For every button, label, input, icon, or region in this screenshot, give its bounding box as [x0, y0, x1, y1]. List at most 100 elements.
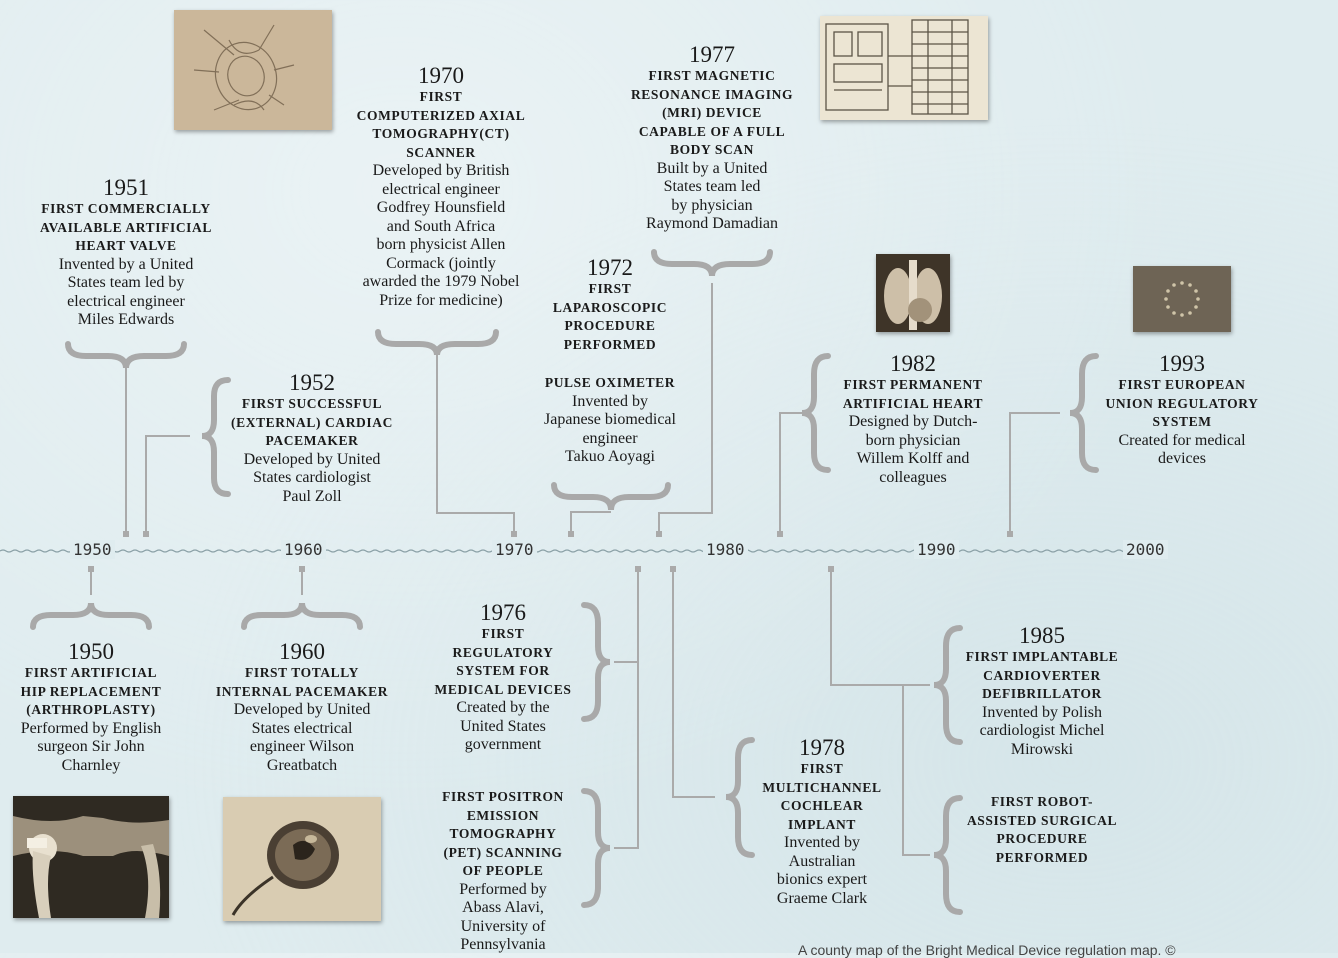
event-title-line: EMISSION — [466, 807, 540, 823]
event-title-line: PERFORMED — [995, 849, 1089, 865]
event-title-line: UNION REGULATORY — [1105, 395, 1259, 411]
event-pet-scanning: FIRST POSITRON EMISSION TOMOGRAPHY (PET)… — [418, 788, 588, 955]
event-desc-line: Performed by English — [20, 719, 162, 737]
brace-1970 — [375, 329, 499, 356]
brace-1993 — [1069, 353, 1099, 473]
event-desc-line: electrical engineer — [382, 180, 500, 198]
event-year: 1972 — [587, 255, 633, 280]
event-title-line: DEFIBRILLATOR — [982, 686, 1102, 701]
brace-1976 — [581, 602, 611, 722]
event-title-line: PERFORMED — [563, 336, 657, 352]
axis-tick: 1950 — [70, 540, 115, 559]
event-desc-line: born physician — [865, 431, 961, 449]
event-desc-line: Australian — [788, 852, 856, 870]
event-title-line: FIRST — [800, 761, 844, 776]
brace-1982 — [801, 353, 831, 473]
event-title-line: FIRST PERMANENT — [843, 377, 983, 392]
event-year: 1970 — [418, 63, 464, 88]
event-desc-line: Built by a United — [656, 159, 768, 177]
event-title-line: PROCEDURE — [564, 318, 656, 333]
event-title-line: FIRST MAGNETIC — [648, 68, 776, 83]
heart-valve-sketch-photo — [174, 10, 332, 130]
brace-pulse — [551, 482, 671, 511]
event-desc-line: Created for medical — [1118, 431, 1246, 449]
event-desc-line: Greatbatch — [266, 756, 338, 774]
event-desc-line: cardiologist Michel — [979, 722, 1105, 739]
event-title-line: FIRST — [588, 281, 632, 296]
event-1976: 1976 FIRST REGULATORY SYSTEM FOR MEDICAL… — [418, 601, 588, 755]
event-desc-line: Invented by — [784, 834, 860, 851]
footer-caption: A county map of the Bright Medical Devic… — [798, 942, 1176, 958]
event-desc-line: Invented by Polish — [982, 703, 1102, 721]
event-desc-line: Godfrey Hounsfield — [376, 199, 506, 216]
event-title-line: IMPLANT — [788, 816, 856, 832]
event-desc-line: Designed by Dutch- — [848, 413, 978, 430]
event-title-line: ARTIFICIAL HEART — [842, 395, 984, 411]
event-title-line: ASSISTED SURGICAL — [966, 812, 1118, 828]
event-1952: 1952 FIRST SUCCESSFUL (EXTERNAL) CARDIAC… — [212, 371, 412, 506]
event-desc-line: Invented by a United — [58, 255, 194, 273]
event-1960: 1960 FIRST TOTALLY INTERNAL PACEMAKER De… — [202, 640, 402, 775]
event-title-line: MULTICHANNEL — [762, 779, 882, 795]
event-title-line: TOMOGRAPHY — [449, 826, 557, 841]
event-1985: 1985 FIRST IMPLANTABLE CARDIOVERTER DEFI… — [952, 624, 1132, 759]
event-desc-line: Pennsylvania — [460, 936, 546, 953]
event-title-line: COMPUTERIZED AXIAL — [356, 107, 526, 123]
event-title-line: PULSE OXIMETER — [544, 375, 676, 390]
event-desc-line: Prize for medicine) — [379, 291, 503, 309]
event-desc-line: Graeme Clark — [776, 889, 868, 907]
event-year: 1951 — [103, 175, 149, 200]
event-title-line: PACEMAKER — [265, 433, 359, 448]
event-title-line: FIRST IMPLANTABLE — [965, 649, 1119, 664]
axis-tick: 1990 — [914, 540, 959, 559]
event-desc-line: surgeon Sir John — [37, 738, 145, 755]
event-year: 1952 — [289, 370, 335, 395]
event-1970: 1970 FIRST COMPUTERIZED AXIAL TOMOGRAPHY… — [336, 64, 546, 310]
event-title-line: AVAILABLE ARTIFICIAL — [40, 219, 212, 235]
event-pulse-oximeter: PULSE OXIMETER Invented by Japanese biom… — [520, 374, 700, 467]
event-1951: 1951 FIRST COMMERCIALLY AVAILABLE ARTIFI… — [26, 176, 226, 330]
event-desc-line: States electrical — [251, 719, 353, 737]
event-title-line: FIRST EUROPEAN — [1118, 377, 1246, 392]
event-title-line: RESONANCE IMAGING — [630, 86, 794, 102]
event-title-line: SCANNER — [406, 144, 476, 160]
eu-flag-photo — [1133, 266, 1231, 332]
event-title-line: FIRST ROBOT- — [990, 794, 1094, 809]
event-title-line: SYSTEM — [1152, 414, 1212, 429]
event-title-line: INTERNAL PACEMAKER — [215, 683, 389, 699]
brace-1985 — [933, 625, 963, 745]
event-desc-line: Abass Alavi, — [462, 899, 544, 916]
brace-robot — [933, 795, 963, 915]
brace-1950 — [30, 602, 152, 630]
event-desc-line: by physician — [671, 196, 753, 214]
event-title-line: (PET) SCANNING — [443, 844, 563, 860]
event-title-line: CAPABLE OF A FULL — [638, 123, 786, 139]
event-1993: 1993 FIRST EUROPEAN UNION REGULATORY SYS… — [1092, 352, 1272, 469]
event-1977: 1977 FIRST MAGNETIC RESONANCE IMAGING (M… — [612, 43, 812, 234]
event-year: 1950 — [68, 639, 114, 664]
event-desc-line: Japanese biomedical — [544, 411, 676, 428]
event-year: 1976 — [480, 600, 526, 625]
event-desc-line: and South Africa — [386, 217, 496, 235]
event-title-line: OF PEOPLE — [462, 863, 544, 878]
event-title-line: (EXTERNAL) CARDIAC — [231, 414, 393, 430]
event-desc-line: Mirowski — [1010, 740, 1074, 758]
event-title-line: FIRST POSITRON — [442, 789, 564, 804]
event-desc-line: devices — [1158, 450, 1206, 467]
event-desc-line: United States — [460, 717, 546, 735]
brace-1977 — [651, 249, 773, 277]
event-title-line: SYSTEM FOR — [456, 663, 550, 678]
event-desc-line: Paul Zoll — [282, 487, 342, 505]
event-desc-line: awarded the 1979 Nobel — [362, 273, 520, 290]
event-title-line: BODY SCAN — [669, 142, 755, 157]
event-title-line: FIRST ARTIFICIAL — [24, 665, 158, 680]
event-title-line: FIRST — [419, 89, 463, 104]
event-1978: 1978 FIRST MULTICHANNEL COCHLEAR IMPLANT… — [742, 736, 902, 908]
event-1982: 1982 FIRST PERMANENT ARTIFICIAL HEART De… — [823, 352, 1003, 487]
brace-pet — [581, 788, 611, 908]
brace-1978 — [725, 737, 755, 858]
event-desc-line: Developed by United — [233, 701, 371, 718]
event-desc-line: Raymond Damadian — [646, 215, 778, 232]
brace-1960 — [241, 602, 363, 630]
